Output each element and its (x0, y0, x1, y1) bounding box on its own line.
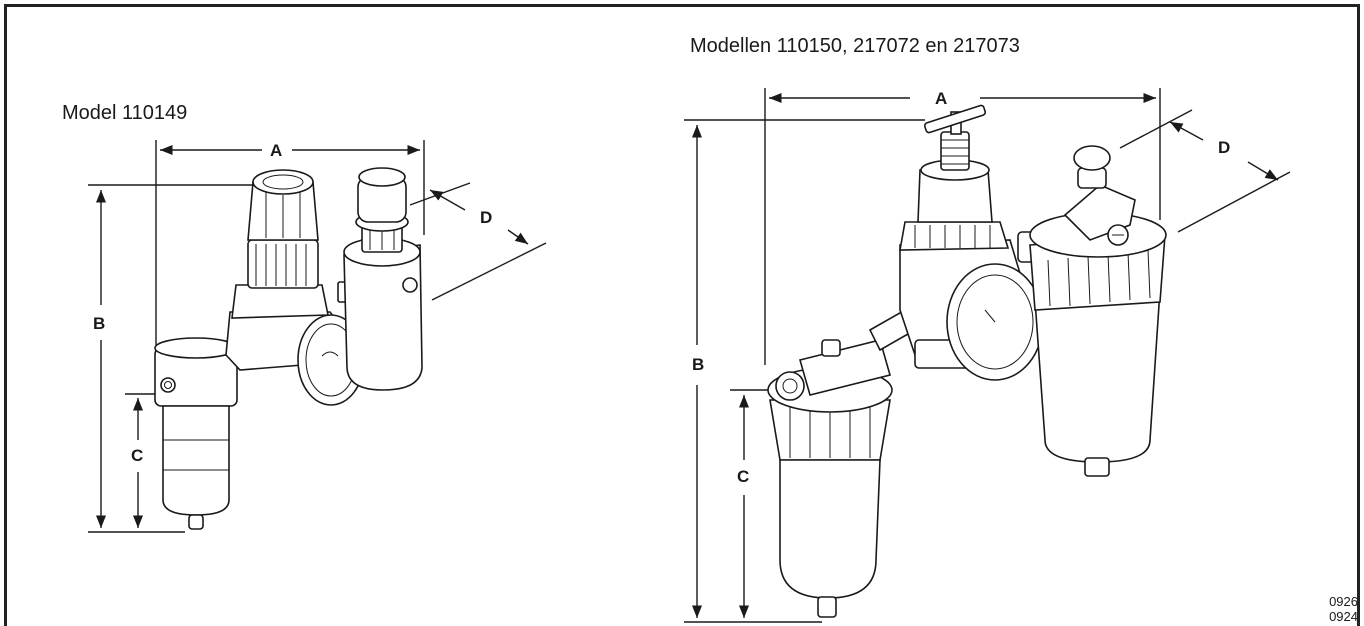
figure-code-2: 0924 (1329, 609, 1358, 624)
figure-frame (4, 4, 1360, 626)
figure-code-1: 0926 (1329, 594, 1358, 609)
right-dim-b-label: B (692, 355, 705, 374)
right-dimension-lines (684, 88, 1291, 623)
right-dim-c-label: C (737, 467, 750, 486)
left-dim-b-label: B (93, 314, 106, 333)
left-dimension-lines (88, 140, 547, 533)
left-dim-a-label: A (270, 141, 283, 160)
right-pressure-gauge (946, 263, 1044, 381)
right-model-title: Modellen 110150, 217072 en 217073 (690, 35, 1020, 57)
left-model-title: Model 110149 (62, 102, 188, 124)
left-filter-unit (154, 337, 252, 530)
left-dim-c-label: C (131, 446, 144, 465)
right-dim-d-label: D (1218, 138, 1231, 157)
right-dim-a-label: A (935, 89, 948, 108)
left-lubricator-unit (337, 167, 423, 391)
right-filter-unit (767, 339, 893, 618)
left-dim-d-label: D (480, 208, 493, 227)
right-lubricator-unit (1017, 145, 1167, 477)
